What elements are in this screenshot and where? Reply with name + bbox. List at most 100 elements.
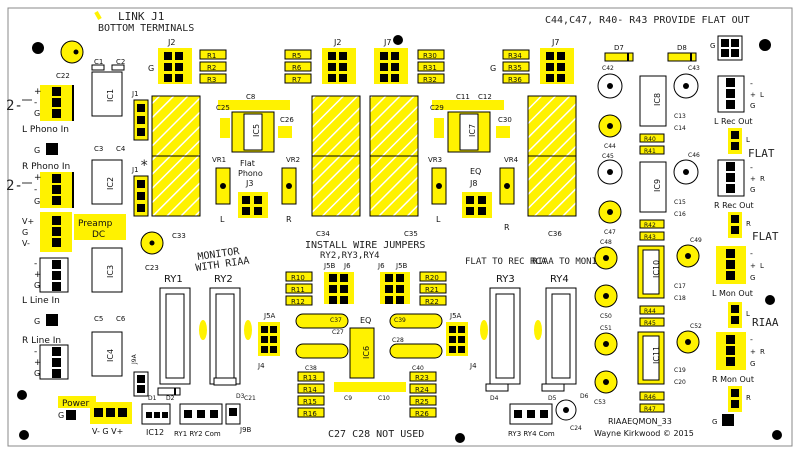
c40-capacitor: C40 [389, 343, 443, 372]
label-power-pins: V- G V+ [92, 427, 123, 436]
svg-text:R42: R42 [644, 222, 656, 229]
svg-text:IC7: IC7 [468, 124, 477, 137]
svg-text:C6: C6 [116, 315, 126, 323]
r-mon-jumper[interactable] [728, 386, 742, 412]
annotation-star-1: 2- [6, 98, 23, 114]
svg-text:G: G [34, 281, 40, 290]
svg-text:C22: C22 [56, 72, 70, 80]
j5a-right-header[interactable] [446, 322, 468, 356]
svg-text:J3: J3 [245, 179, 253, 188]
top-right-header[interactable] [717, 35, 743, 61]
svg-text:C29: C29 [430, 104, 444, 112]
annotation-ry-list: RY2,RY3,RY4 [320, 251, 380, 261]
j9a-jumper[interactable]: J9A [131, 353, 149, 397]
vr3-trimmer[interactable] [431, 167, 447, 205]
svg-text:-: - [34, 98, 37, 108]
svg-text:R30: R30 [423, 52, 437, 60]
r-rec-out-connector[interactable] [717, 159, 745, 197]
ry3-ry4-com-connector[interactable] [509, 403, 553, 425]
annotation-c44-note: C44,C47, R40- R43 PROVIDE FLAT OUT [545, 15, 750, 26]
annotation-link-j1: LINK J1 [118, 10, 164, 23]
j5b-j6-left-header[interactable] [324, 272, 354, 304]
annotation-flat-b: FLAT [752, 230, 779, 243]
svg-text:R12: R12 [291, 298, 305, 306]
r-rec-jumper[interactable] [728, 212, 742, 238]
vr1-trimmer[interactable] [215, 167, 231, 205]
svg-text:R32: R32 [423, 76, 437, 84]
svg-text:C10: C10 [378, 395, 390, 402]
resistors-r20-r22: R20 R21 R22 [419, 271, 447, 306]
svg-text:C16: C16 [674, 211, 686, 218]
ic9: IC9 [639, 161, 667, 213]
j7-header-a[interactable] [374, 48, 408, 84]
r-mon-out-connector[interactable] [716, 332, 746, 370]
j8-header[interactable] [462, 192, 492, 218]
svg-text:IC1: IC1 [106, 89, 115, 102]
svg-text:-: - [34, 185, 37, 195]
l-rec-out-connector[interactable] [717, 75, 745, 113]
ry1-relay [159, 287, 191, 385]
svg-text:C49: C49 [690, 237, 702, 244]
annotation-bottom-terminals: BOTTOM TERMINALS [98, 23, 194, 34]
svg-text:G: G [34, 146, 40, 155]
svg-text:C48: C48 [600, 239, 612, 246]
svg-text:R20: R20 [425, 274, 439, 282]
svg-text:R14: R14 [303, 386, 317, 394]
ic4: IC4 [91, 331, 123, 377]
r-phono-in-connector[interactable] [40, 172, 74, 208]
label-r-rec-out: R Rec Out [714, 201, 754, 210]
j7-header-b[interactable] [540, 48, 574, 84]
c33-capacitor: C33 [151, 95, 201, 240]
vr2-trimmer[interactable] [281, 167, 297, 205]
label-l-mon-out: L Mon Out [712, 289, 753, 298]
vr4-trimmer[interactable] [499, 167, 515, 205]
j5a-left-header[interactable] [258, 322, 280, 356]
r-line-in-connector[interactable] [39, 344, 69, 380]
resistors-r40-r41: R40 R41 [639, 133, 665, 155]
svg-text:D6: D6 [580, 393, 589, 400]
j2-header-a[interactable] [158, 48, 192, 84]
ic12: IC12 [141, 403, 171, 437]
svg-text:L: L [746, 136, 750, 144]
svg-text:D5: D5 [548, 395, 557, 402]
svg-text:C18: C18 [674, 295, 686, 302]
ic5: IC5 [231, 111, 275, 153]
resistors-r5-r7: R5 R6 R7 [284, 49, 312, 84]
j1b-jumper[interactable] [133, 175, 149, 217]
c49-capacitor: C49 [676, 237, 702, 268]
ry4-relay [545, 287, 577, 385]
j1-jumper[interactable] [133, 99, 149, 141]
l-rec-jumper[interactable] [728, 128, 742, 154]
svg-text:J5A: J5A [449, 312, 462, 320]
svg-text:C33: C33 [172, 232, 186, 240]
label-r-line-in: R Line In [22, 336, 61, 346]
c44-capacitor: C44 [598, 114, 622, 150]
j9b-jumper[interactable]: J9B [225, 403, 252, 434]
svg-text:G: G [490, 64, 496, 73]
j3-header[interactable] [238, 192, 268, 218]
ry1-ry2-com-connector[interactable] [179, 403, 223, 425]
svg-text:G: G [34, 197, 40, 206]
l-mon-out-connector[interactable] [716, 246, 746, 284]
svg-text:D1: D1 [148, 395, 157, 402]
mount-hole-ml [17, 390, 27, 400]
svg-text:D7: D7 [614, 44, 624, 52]
l-line-in-connector[interactable] [39, 257, 69, 293]
l-mon-jumper[interactable] [728, 302, 742, 328]
svg-text:VR3: VR3 [428, 156, 442, 164]
annotation-flat-to-rec: FLAT TO REC RCA [465, 257, 547, 267]
svg-text:R24: R24 [415, 386, 429, 394]
svg-text:VR4: VR4 [504, 156, 519, 164]
j2-header-b[interactable] [322, 48, 356, 84]
svg-text:J7: J7 [383, 38, 391, 47]
j6-j5b-right-header[interactable] [380, 272, 410, 304]
svg-text:G: G [34, 317, 40, 326]
svg-text:D8: D8 [677, 44, 687, 52]
svg-text:C34: C34 [316, 230, 330, 238]
power-connector[interactable] [90, 402, 132, 424]
svg-text:IC5: IC5 [252, 124, 261, 137]
l-phono-in-connector[interactable] [40, 85, 74, 121]
svg-text:-: - [750, 79, 753, 88]
label-dc: DC [92, 230, 105, 240]
preamp-dc-connector[interactable] [40, 212, 72, 252]
